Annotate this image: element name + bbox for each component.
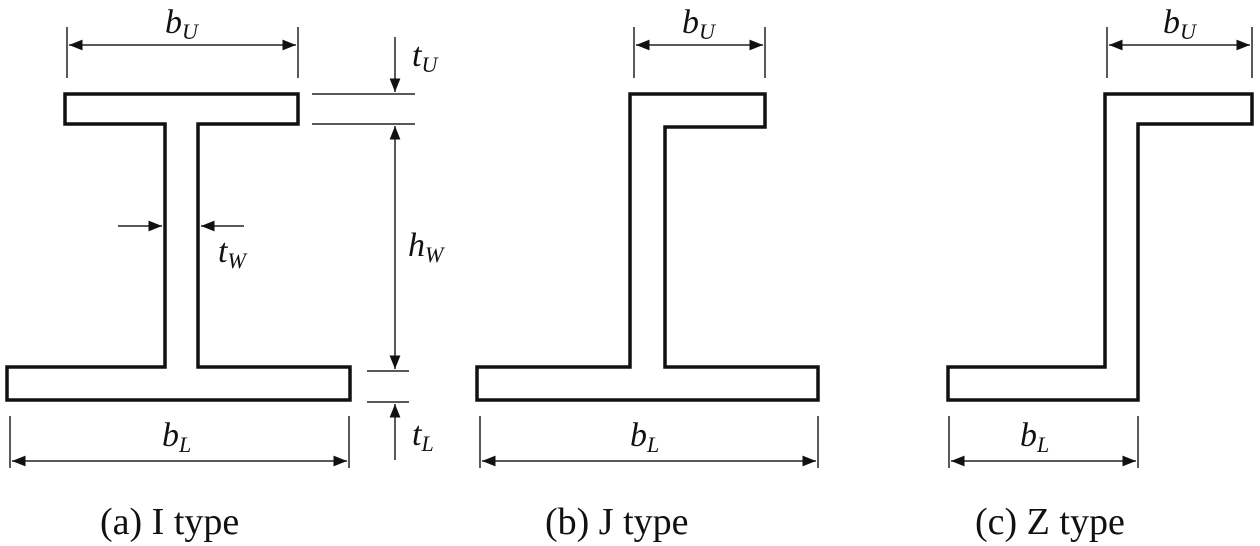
bu-label: bU <box>165 4 200 44</box>
bu-label: bU <box>1163 4 1198 44</box>
bl-label: bL <box>630 417 659 457</box>
bl-label: bL <box>162 417 191 457</box>
hw-label: hW <box>408 227 445 267</box>
j-type-section: bU bL (b) J type <box>475 4 820 543</box>
z-section-outline <box>946 92 1254 402</box>
i-section-outline <box>5 92 352 402</box>
i-type-section: bU tU hW tL tW bL (a) I type <box>5 4 445 543</box>
bu-label: bU <box>682 4 717 44</box>
z-type-caption: (c) Z type <box>975 501 1125 543</box>
j-section-outline <box>475 92 820 402</box>
tl-label: tL <box>412 416 434 456</box>
i-type-caption: (a) I type <box>100 501 239 543</box>
tu-label: tU <box>412 37 439 77</box>
z-type-section: bU bL (c) Z type <box>946 4 1254 543</box>
bl-label: bL <box>1020 417 1049 457</box>
j-type-caption: (b) J type <box>545 501 689 543</box>
tw-label: tW <box>218 233 247 273</box>
